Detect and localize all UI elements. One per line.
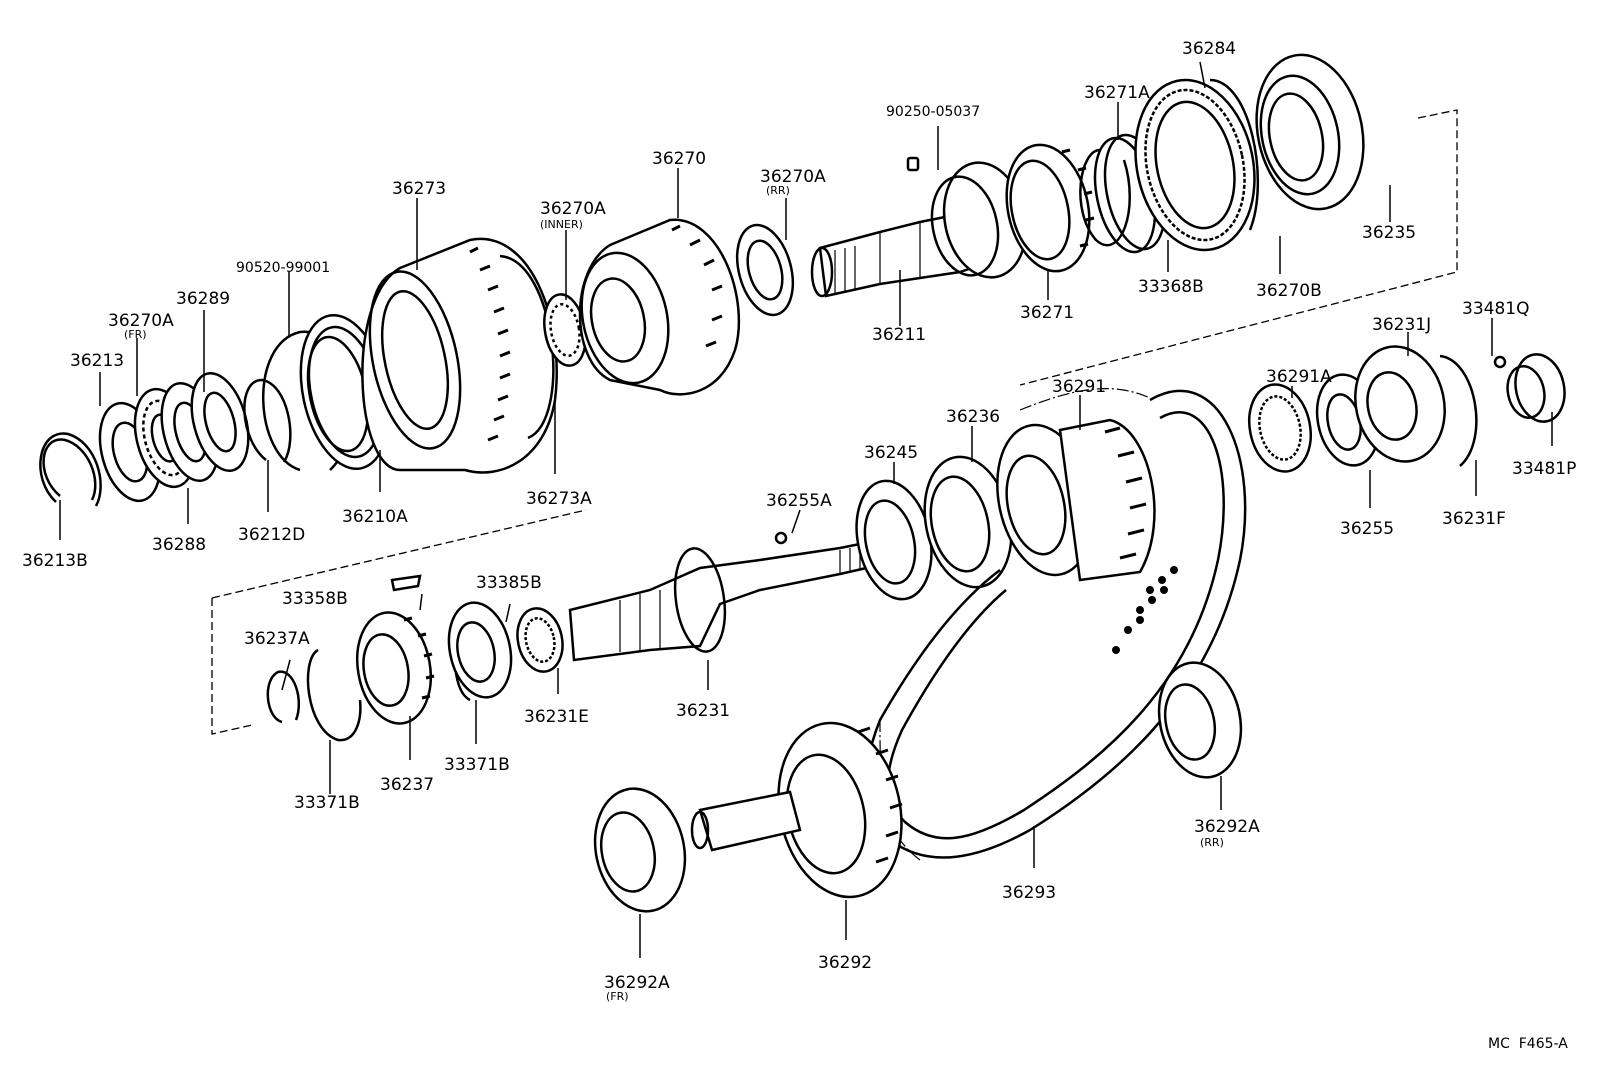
part-labels: 36284 90250-05037 36271A 36270 36270A (R… xyxy=(22,39,1576,1052)
sprocket-36291 xyxy=(996,418,1156,582)
snap-ring-33371B-outer xyxy=(306,648,362,742)
label-36270A-rr: 36270A xyxy=(760,167,826,187)
ball-33481Q xyxy=(1493,355,1507,369)
label-36270: 36270 xyxy=(652,149,706,169)
label-36245: 36245 xyxy=(864,443,918,463)
leader-lines xyxy=(59,61,1553,958)
label-33368B: 33368B xyxy=(1138,277,1204,297)
label-36213: 36213 xyxy=(70,351,124,371)
planetary-carrier-36270 xyxy=(578,218,740,396)
label-36292A-rr: 36292A xyxy=(1194,817,1260,837)
label-36212D: 36212D xyxy=(238,525,305,545)
driven-sprocket-36292 xyxy=(690,721,903,899)
label-33481P: 33481P xyxy=(1512,459,1576,479)
sleeve-36284 xyxy=(1134,78,1256,252)
qualifier-inner: (INNER) xyxy=(540,218,583,231)
label-33385B: 33385B xyxy=(476,573,542,593)
label-36231: 36231 xyxy=(676,701,730,721)
snap-ring-36237A xyxy=(266,670,301,724)
label-36211: 36211 xyxy=(872,325,926,345)
lower-shaft-assembly xyxy=(266,345,1566,913)
label-33358B: 33358B xyxy=(282,589,348,609)
snap-ring-36213B xyxy=(39,432,102,507)
qualifier-fr-bottom: (FR) xyxy=(606,990,629,1003)
label-90520-99001: 90520-99001 xyxy=(236,260,330,276)
label-36210A: 36210A xyxy=(342,507,408,527)
qualifier-rr: (RR) xyxy=(766,184,790,197)
key-33358B xyxy=(390,574,422,592)
qualifier-rr-bottom: (RR) xyxy=(1200,836,1224,849)
label-36270A-fr: 36270A xyxy=(108,311,174,331)
label-36292: 36292 xyxy=(818,953,872,973)
hub-36235 xyxy=(1255,53,1365,211)
label-36255A: 36255A xyxy=(766,491,832,511)
label-36291: 36291 xyxy=(1052,377,1106,397)
label-36293: 36293 xyxy=(1002,883,1056,903)
output-shaft-36231 xyxy=(568,538,886,662)
label-36237A: 36237A xyxy=(244,629,310,649)
bearing-36270A-inner xyxy=(543,293,587,367)
bearing-36292A-fr xyxy=(593,787,687,913)
label-36270A-inner: 36270A xyxy=(540,199,606,219)
label-33371B-b: 33371B xyxy=(294,793,360,813)
snap-ring-36231F xyxy=(1439,354,1478,467)
upper-shaft-assembly xyxy=(39,53,1365,507)
snap-ring-36270B xyxy=(1209,78,1260,231)
label-36271A: 36271A xyxy=(1084,83,1150,103)
label-36284: 36284 xyxy=(1182,39,1236,59)
needle-bearing-36231E xyxy=(516,607,564,673)
gear-36237 xyxy=(355,611,435,725)
ring-gear-36273 xyxy=(361,237,558,474)
label-36231J: 36231J xyxy=(1372,315,1431,335)
label-33481Q: 33481Q xyxy=(1462,299,1529,319)
label-36231E: 36231E xyxy=(524,707,589,727)
label-36255: 36255 xyxy=(1340,519,1394,539)
plug-90250-05037 xyxy=(906,156,920,172)
ball-36255A xyxy=(774,531,788,545)
snap-ring-36212D xyxy=(243,378,292,463)
drive-chain-36293 xyxy=(864,388,1247,861)
gear-33481P xyxy=(1506,353,1566,423)
label-36237: 36237 xyxy=(380,775,434,795)
label-36213B: 36213B xyxy=(22,551,88,571)
needle-bearing-36291A xyxy=(1248,383,1312,473)
label-36270B: 36270B xyxy=(1256,281,1322,301)
label-36271: 36271 xyxy=(1020,303,1074,323)
label-36273: 36273 xyxy=(392,179,446,199)
label-36231F: 36231F xyxy=(1442,509,1506,529)
label-33371B-a: 33371B xyxy=(444,755,510,775)
label-36273A: 36273A xyxy=(526,489,592,509)
assembly-boundary xyxy=(211,109,1458,735)
qualifier-fr-top: (FR) xyxy=(124,328,147,341)
ring-36271A xyxy=(1079,148,1131,247)
label-36288: 36288 xyxy=(152,535,206,555)
gear-36271 xyxy=(1005,143,1095,273)
figure-code: MC F465-A xyxy=(1488,1036,1568,1052)
bearing-36292A-rr xyxy=(1157,661,1243,779)
label-36291A: 36291A xyxy=(1266,367,1332,387)
label-36236: 36236 xyxy=(946,407,1000,427)
label-90250-05037: 90250-05037 xyxy=(886,104,980,120)
label-36289: 36289 xyxy=(176,289,230,309)
label-36235: 36235 xyxy=(1362,223,1416,243)
label-36292A-fr: 36292A xyxy=(604,973,670,993)
